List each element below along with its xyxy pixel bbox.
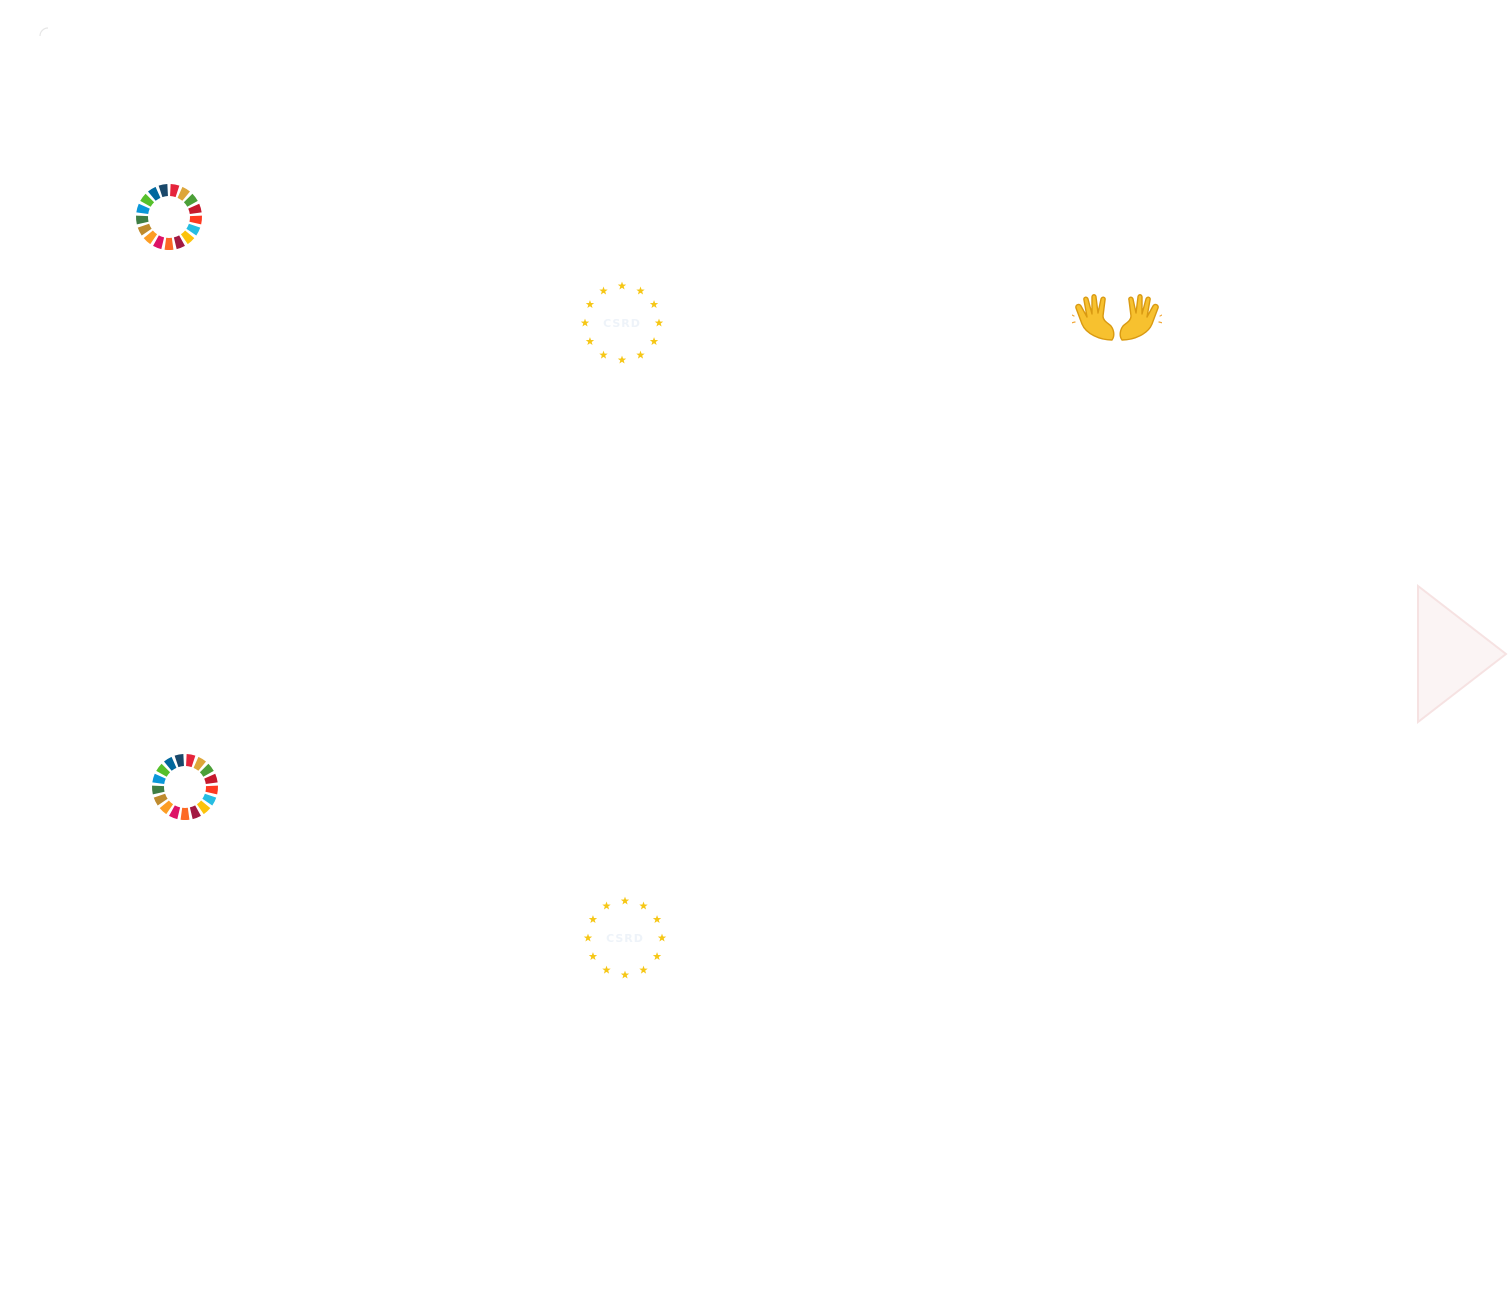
open-hands-icon	[1072, 294, 1162, 341]
sdg-wheel-segment	[143, 230, 158, 245]
sdg-wheel-segment	[189, 805, 201, 820]
eu-star-icon	[652, 915, 662, 924]
eu-star-icon	[649, 300, 659, 309]
sdg-wheel-segment	[189, 215, 202, 225]
sdg-wheel-segment	[156, 763, 171, 777]
eu-star-icon	[585, 337, 595, 346]
csrd-badge-icon: CSRD	[583, 896, 667, 979]
next-arrow-button[interactable]	[1416, 584, 1508, 724]
eu-star-icon	[580, 318, 590, 327]
eu-star-icon	[588, 915, 598, 924]
csrd-badge-label: CSRD	[606, 932, 644, 945]
sdg-wheel-segment	[177, 186, 190, 201]
sdg-wheel-segment	[205, 785, 218, 795]
sdg-wheel-segment	[202, 793, 217, 806]
sdg-wheel-segment	[196, 800, 211, 815]
eu-star-icon	[617, 355, 627, 364]
sdg-wheel-segment	[174, 754, 184, 768]
eu-star-icon	[636, 350, 645, 359]
sdg-wheel-segment	[153, 235, 165, 250]
sdg-wheel-segment	[148, 186, 161, 201]
sdg-wheel-segment	[188, 203, 202, 215]
eu-star-icon	[636, 286, 645, 295]
eu-star-icon	[599, 286, 608, 295]
sdg-wheel-icon	[136, 184, 202, 250]
sdg-wheel-segment	[170, 184, 180, 198]
sdg-wheel-segment	[180, 807, 190, 820]
sdg-wheel-icon	[152, 754, 218, 820]
eu-star-icon	[639, 901, 648, 910]
sdg-wheel-segment	[204, 773, 218, 785]
sdg-wheel-segment	[152, 773, 166, 785]
eu-star-icon	[654, 318, 664, 327]
eu-star-icon	[583, 933, 593, 942]
sdg-wheel-segment	[158, 184, 168, 198]
sdg-wheel-segment	[173, 235, 185, 250]
eu-star-icon	[620, 970, 630, 979]
eu-star-icon	[657, 933, 667, 942]
csrd-badge-icon: CSRD	[580, 281, 664, 364]
eu-star-icon	[617, 281, 627, 290]
sdg-wheel-segment	[183, 193, 198, 207]
play-arrow-icon	[1417, 584, 1508, 724]
eu-star-icon	[602, 901, 611, 910]
eu-star-icon	[588, 952, 598, 961]
eu-star-icon	[602, 965, 611, 974]
sdg-wheel-segment	[186, 754, 196, 768]
sdg-wheel-segment	[193, 756, 206, 771]
sdg-wheel-segment	[140, 193, 155, 207]
sdg-wheel-segment	[159, 800, 174, 815]
sdg-wheel-segment	[153, 793, 168, 806]
eu-star-icon	[599, 350, 608, 359]
sdg-wheel-segment	[137, 223, 152, 236]
sdg-wheel-segment	[164, 237, 174, 250]
eu-star-icon	[585, 300, 595, 309]
sdg-wheel-segment	[169, 805, 181, 820]
sdg-wheel-segment	[152, 785, 165, 795]
eu-star-icon	[620, 896, 630, 905]
csrd-badge-label: CSRD	[603, 317, 641, 330]
sdg-wheel-segment	[136, 203, 150, 215]
sdg-wheel-segment	[164, 756, 177, 771]
eu-star-icon	[639, 965, 648, 974]
corner-mark-icon	[39, 27, 49, 37]
eu-star-icon	[649, 337, 659, 346]
sdg-wheel-segment	[199, 763, 214, 777]
sdg-wheel-segment	[186, 223, 201, 236]
sdg-wheel-segment	[136, 215, 149, 225]
eu-star-icon	[652, 952, 662, 961]
sdg-wheel-segment	[180, 230, 195, 245]
